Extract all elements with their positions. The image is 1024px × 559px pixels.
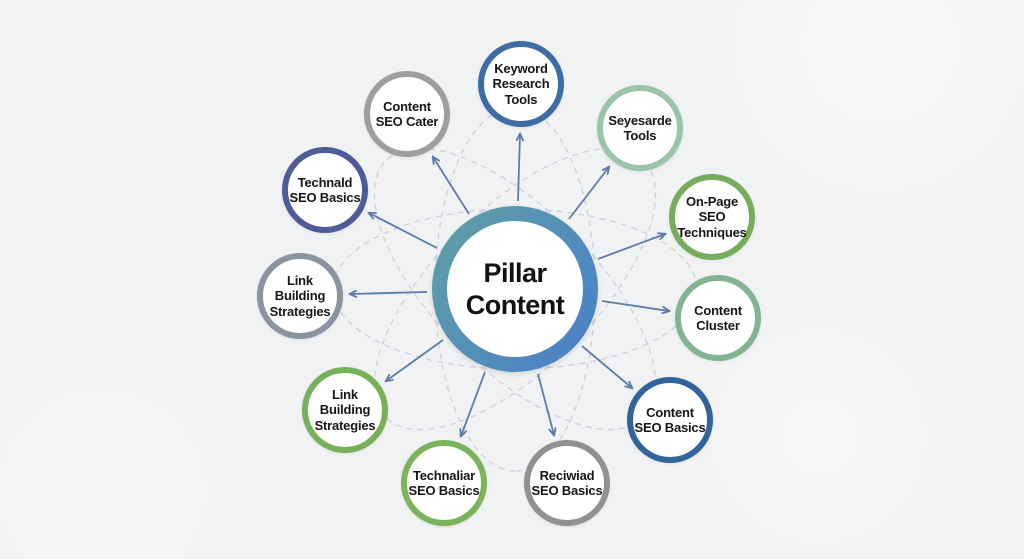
connector-arrow [386,339,444,381]
hub-label: Pillar Content [465,257,565,320]
connector-arrow [568,167,609,220]
connector-arrow [601,300,669,311]
node-link-building-strategies-left: Link Building Strategies [257,253,343,339]
node-label: Reciwiad SEO Basics [531,467,603,498]
connector-arrows [350,134,669,436]
node-content-seo-basics: Content SEO Basics [627,377,713,463]
node-reciwiad-seo-basics: Reciwiad SEO Basics [524,440,610,526]
hub-node-inner: Pillar Content [447,221,583,357]
node-label: Technaliar SEO Basics [408,467,480,498]
node-label: Technald SEO Basics [289,174,361,205]
node-label: Link Building Strategies [269,273,331,319]
node-technaliar-seo-basics: Technaliar SEO Basics [401,440,487,526]
node-label: Seyesarde Tools [608,112,672,143]
node-link-building-strategies-bottom: Link Building Strategies [302,367,388,453]
node-label: Content SEO Basics [634,404,706,435]
connector-arrow [581,345,632,388]
connector-arrow [369,213,438,249]
hub-node-pillar-content: Pillar Content [432,206,598,372]
node-label: Content SEO Cater [375,98,439,129]
node-content-cluster: Content Cluster [675,275,761,361]
node-label: Link Building Strategies [314,387,376,433]
connector-arrow [350,292,428,294]
node-seyesarde-tools: Seyesarde Tools [597,85,683,171]
node-label: Keyword Research Tools [492,61,550,107]
node-on-page-seo-techniques: On-Page SEO Techniques [669,174,755,260]
connector-arrow [433,157,470,215]
node-label: Content Cluster [694,302,742,333]
connector-arrow [461,371,486,436]
node-technald-seo-basics: Technald SEO Basics [282,147,368,233]
node-content-seo-cater: Content SEO Cater [364,71,450,157]
node-keyword-research-tools: Keyword Research Tools [478,41,564,127]
connector-arrow [518,134,520,202]
node-label: On-Page SEO Techniques [677,194,747,240]
connector-arrow [597,234,665,260]
connector-arrow [537,373,554,435]
